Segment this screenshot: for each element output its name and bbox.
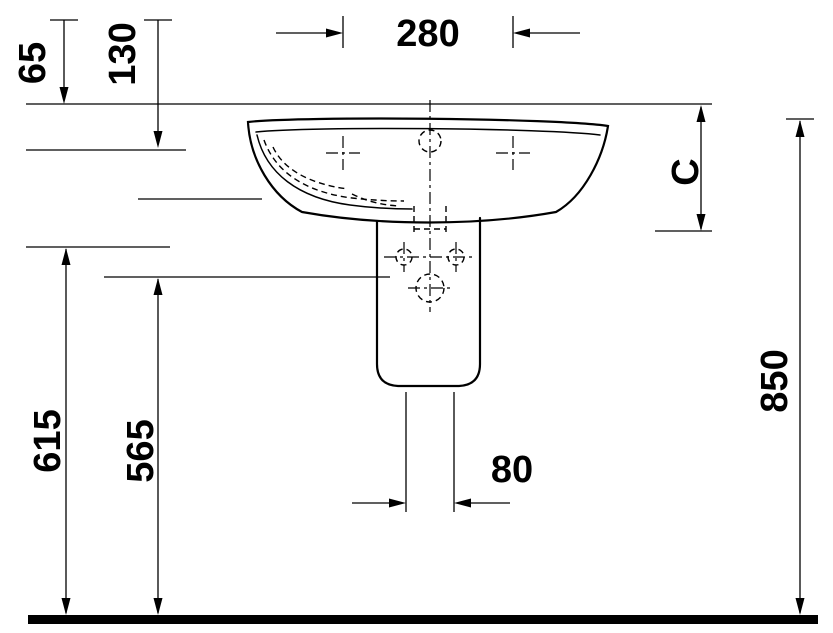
reference-lines bbox=[26, 16, 814, 512]
faucet-hole-right-crossmark bbox=[496, 136, 530, 170]
dimension-lines bbox=[59, 20, 805, 615]
washbasin bbox=[246, 100, 610, 312]
arrow-565-down bbox=[153, 598, 163, 615]
dim-label-280: 280 bbox=[396, 13, 459, 55]
dim-label-65: 65 bbox=[12, 42, 54, 84]
bowl-hidden-contour-1 bbox=[263, 139, 405, 202]
dim-label-850: 850 bbox=[754, 349, 796, 412]
floor-line bbox=[28, 615, 818, 624]
arrow-80-right bbox=[454, 498, 471, 508]
bowl-section-line bbox=[256, 134, 413, 210]
arrow-850-down bbox=[795, 598, 805, 615]
arrow-c-up bbox=[696, 105, 706, 122]
arrow-c-down bbox=[696, 214, 706, 231]
arrow-615-down bbox=[61, 598, 71, 615]
siphon-cover bbox=[375, 216, 482, 388]
drain-recess-hidden bbox=[351, 193, 401, 207]
arrow-80-left bbox=[389, 498, 406, 508]
faucet-hole-left-crossmark bbox=[326, 136, 360, 170]
dim-label-c: C bbox=[665, 158, 707, 185]
dim-label-615: 615 bbox=[27, 409, 69, 472]
arrow-130-down bbox=[153, 131, 163, 148]
fixing-hole-right-hidden bbox=[447, 248, 465, 266]
arrow-850-up bbox=[795, 120, 805, 137]
dimension-labels: 280 65 130 C 850 615 565 80 bbox=[12, 13, 796, 491]
basin-outline bbox=[246, 117, 610, 224]
dim-label-565: 565 bbox=[120, 419, 162, 482]
arrow-615-up bbox=[61, 248, 71, 265]
basin-rim-inner-line bbox=[255, 127, 601, 136]
siphon-cover-outline bbox=[375, 216, 482, 388]
fixing-hole-left-hidden bbox=[395, 248, 413, 266]
arrow-65-down bbox=[59, 87, 69, 104]
dim-label-130: 130 bbox=[102, 22, 144, 85]
dim-label-80: 80 bbox=[491, 449, 533, 491]
arrow-280-right bbox=[513, 28, 530, 38]
arrow-280-left bbox=[326, 28, 343, 38]
arrow-565-up bbox=[153, 278, 163, 295]
